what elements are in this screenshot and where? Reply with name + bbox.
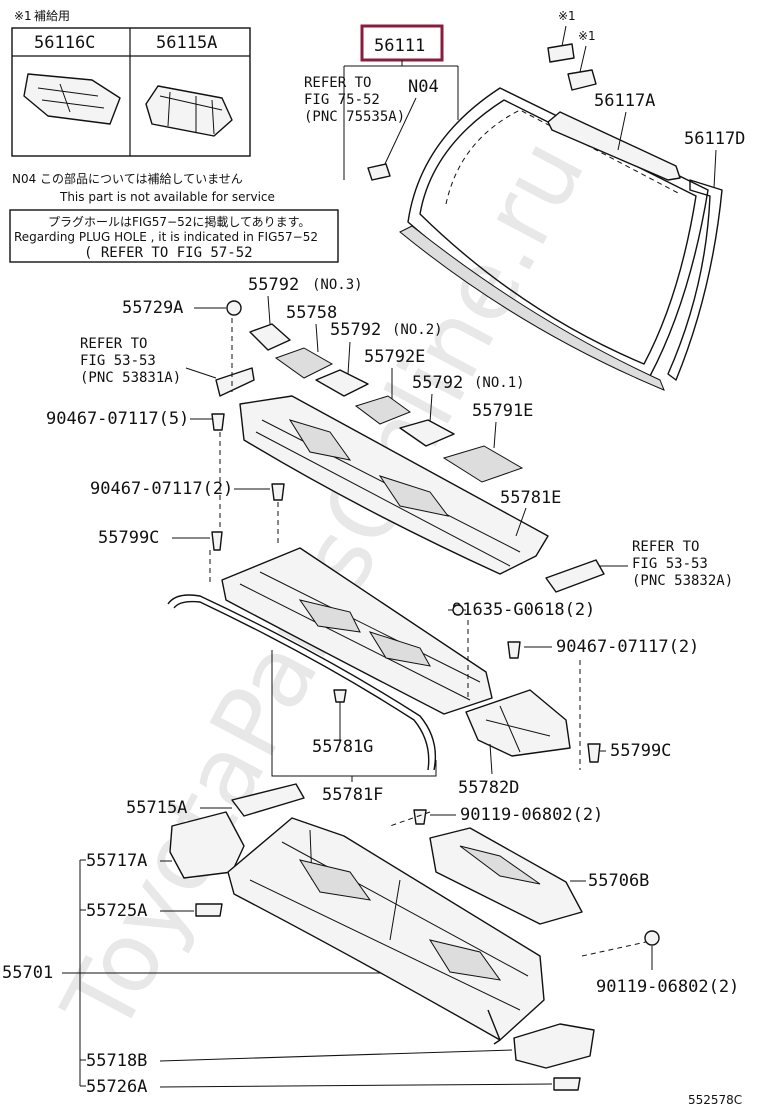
label-55715A[interactable]: 55715A — [126, 798, 187, 818]
bracket-55782D — [465, 689, 571, 757]
label-55781G[interactable]: 55781G — [312, 737, 373, 757]
ref2-line3: (PNC 53831A) — [80, 370, 181, 386]
seal-55792-no2 — [315, 369, 369, 397]
label-55726A[interactable]: 55726A — [86, 1077, 147, 1097]
clip-56115A — [567, 69, 597, 91]
legend-box: ※1 補給用 56116C 56115A — [11, 9, 251, 157]
lower-molding — [399, 225, 665, 391]
label-55729A[interactable]: 55729A — [122, 298, 183, 318]
bolt-90119b — [644, 930, 660, 946]
clip-90467c — [507, 641, 521, 659]
label-55718B[interactable]: 55718B — [86, 1051, 147, 1071]
qual-55792-no3: (NO.3) — [312, 277, 363, 293]
dash-panel-55701 — [227, 817, 545, 1041]
bracket-53831A — [215, 367, 255, 397]
label-55717A[interactable]: 55717A — [86, 851, 147, 871]
clip-56116C — [547, 43, 575, 63]
note-n04-jp: N04 この部品については補給していません — [12, 171, 243, 186]
label-90467b[interactable]: 90467-07117(2) — [90, 479, 233, 499]
note-n04-en: This part is not available for service — [59, 190, 275, 204]
label-90467c[interactable]: 90467-07117(2) — [556, 637, 699, 657]
plug-note-jp: プラグホールはFIG57−52に掲載してあります。 — [48, 214, 310, 229]
label-91635[interactable]: 91635-G0618(2) — [452, 600, 595, 620]
legend-mark: ※1 — [14, 9, 32, 23]
pad-55726A — [553, 1077, 581, 1091]
molding-56117A — [547, 111, 681, 181]
ref1-line3: (PNC 75535A) — [304, 109, 405, 125]
label-56117A[interactable]: 56117A — [594, 91, 655, 111]
seal-55792-no1 — [399, 419, 455, 447]
ref3-line3: (PNC 53832A) — [632, 573, 733, 589]
label-55799C-1[interactable]: 55799C — [98, 528, 159, 548]
label-55799C-2[interactable]: 55799C — [610, 741, 671, 761]
label-56117D[interactable]: 56117D — [684, 129, 745, 149]
molding-56117D — [667, 179, 723, 381]
label-55701[interactable]: 55701 — [2, 963, 53, 983]
clip-55799C-2 — [587, 743, 601, 763]
louver-55758 — [274, 347, 334, 379]
label-90119b[interactable]: 90119-06802(2) — [596, 977, 739, 997]
ref2-line1: REFER TO — [80, 336, 147, 352]
bracket-53832A — [545, 559, 605, 593]
legend-title: 補給用 — [34, 9, 70, 23]
qual-55792-no1: (NO.1) — [474, 375, 525, 391]
louver-55791E — [442, 445, 524, 483]
ref3-line2: FIG 53-53 — [632, 556, 708, 572]
label-55792-no1[interactable]: 55792 — [412, 373, 463, 393]
label-55706B[interactable]: 55706B — [588, 871, 649, 891]
clip-90467b — [271, 483, 285, 501]
qual-55792-no2: (NO.2) — [392, 322, 443, 338]
plug-hole-note: プラグホールはFIG57−52に掲載してあります。 Regarding PLUG… — [9, 209, 339, 263]
clip-55799C-1 — [211, 531, 223, 551]
clip-90467a — [211, 413, 225, 431]
seal-55781G — [167, 594, 437, 771]
label-55758[interactable]: 55758 — [286, 303, 337, 323]
bracket-55715A — [231, 783, 305, 817]
label-56111[interactable]: 56111 — [374, 36, 425, 56]
clip-55729A — [226, 300, 242, 316]
label-55782D[interactable]: 55782D — [458, 778, 519, 798]
louver-55792E — [354, 395, 412, 425]
pad-55725A — [195, 903, 223, 917]
seal-55792-no3 — [249, 323, 291, 351]
bolt-90119a — [413, 809, 427, 825]
plug-note-ref: ( REFER TO FIG 57-52 — [84, 245, 253, 261]
mark-1a: ※1 — [558, 9, 576, 23]
label-90467a[interactable]: 90467-07117(5) — [46, 409, 189, 429]
legend-part-56115A: 56115A — [156, 33, 217, 53]
label-55725A[interactable]: 55725A — [86, 901, 147, 921]
ref3-line1: REFER TO — [632, 539, 699, 555]
label-55792-no2[interactable]: 55792 — [330, 320, 381, 340]
ref1-line1: REFER TO — [304, 75, 371, 91]
label-55792E[interactable]: 55792E — [364, 347, 425, 367]
label-90119a[interactable]: 90119-06802(2) — [460, 805, 603, 825]
label-55781E[interactable]: 55781E — [500, 488, 561, 508]
ref1-line2: FIG 75-52 — [304, 92, 380, 108]
label-n04[interactable]: N04 — [408, 77, 439, 97]
label-55792-no3[interactable]: 55792 — [248, 275, 299, 295]
label-55791E[interactable]: 55791E — [472, 401, 533, 421]
diagram-code: 552578C — [688, 1093, 742, 1107]
ref2-line2: FIG 53-53 — [80, 353, 156, 369]
legend-part-56116C: 56116C — [34, 33, 95, 53]
plug-note-en: Regarding PLUG HOLE , it is indicated in… — [14, 230, 318, 244]
mark-1b: ※1 — [578, 29, 596, 43]
label-55781F[interactable]: 55781F — [322, 785, 383, 805]
n04-clip — [367, 163, 391, 181]
bracket-55718B — [513, 1023, 595, 1069]
